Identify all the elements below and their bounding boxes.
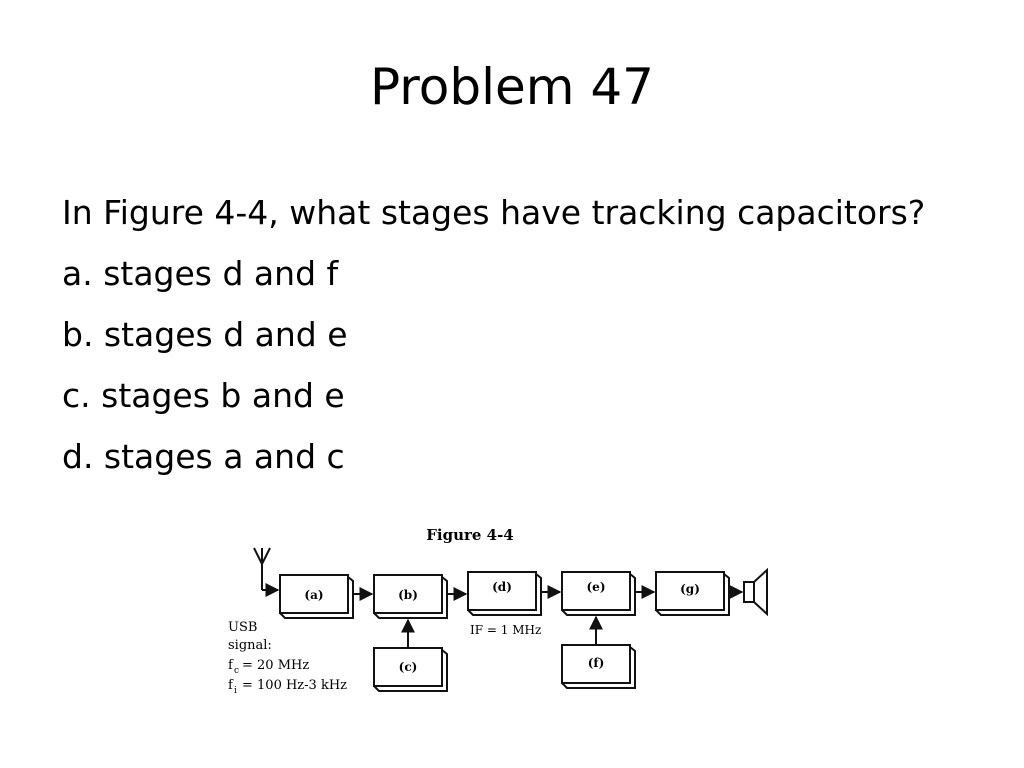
signal-line-1: USB [228,620,257,635]
speaker-icon [743,567,768,617]
if-frequency-label: IF = 1 MHz [470,623,541,637]
stage-g-block: (g) [655,571,730,616]
stage-a-block: (a) [279,574,354,619]
option-a: a. stages d and f [62,254,339,293]
signal-line-4: = 100 Hz-3 kHz [242,678,347,693]
option-d: d. stages a and c [62,437,345,476]
figure-title: Figure 4-4 [426,526,514,544]
stage-e-label: (e) [587,580,606,594]
fi-symbol: f [228,678,234,693]
stage-f-label: (f) [588,656,605,670]
stage-d-label: (d) [492,580,512,594]
signal-description: USB signal: f c = 20 MHz f i = 100 Hz-3 … [228,620,347,696]
stage-a-label: (a) [304,588,323,602]
fc-subscript: c [234,666,239,676]
signal-line-3: = 20 MHz [242,658,309,673]
antenna-icon [253,547,280,597]
slide-body: In Figure 4-4, what stages have tracking… [62,192,1002,497]
block-diagram: Figure 4-4 (a) (b) (d) [228,526,768,696]
stage-e-block: (e) [561,571,636,616]
fc-symbol: f [228,658,234,673]
option-c: c. stages b and e [62,376,345,415]
stage-f-block: (f) [561,644,636,689]
stage-b-label: (b) [398,588,418,602]
stage-b-block: (b) [373,574,448,619]
fi-subscript: i [234,686,237,696]
question-text: In Figure 4-4, what stages have tracking… [62,193,926,232]
stage-g-label: (g) [680,582,700,596]
slide-title: Problem 47 [370,58,654,116]
stage-c-label: (c) [399,660,418,674]
stage-c-block: (c) [373,647,448,692]
signal-line-2: signal: [228,638,272,653]
figure-4-4: Figure 4-4 (a) (b) (d) [222,520,782,705]
stage-d-block: (d) [467,571,542,616]
option-b: b. stages d and e [62,315,348,354]
